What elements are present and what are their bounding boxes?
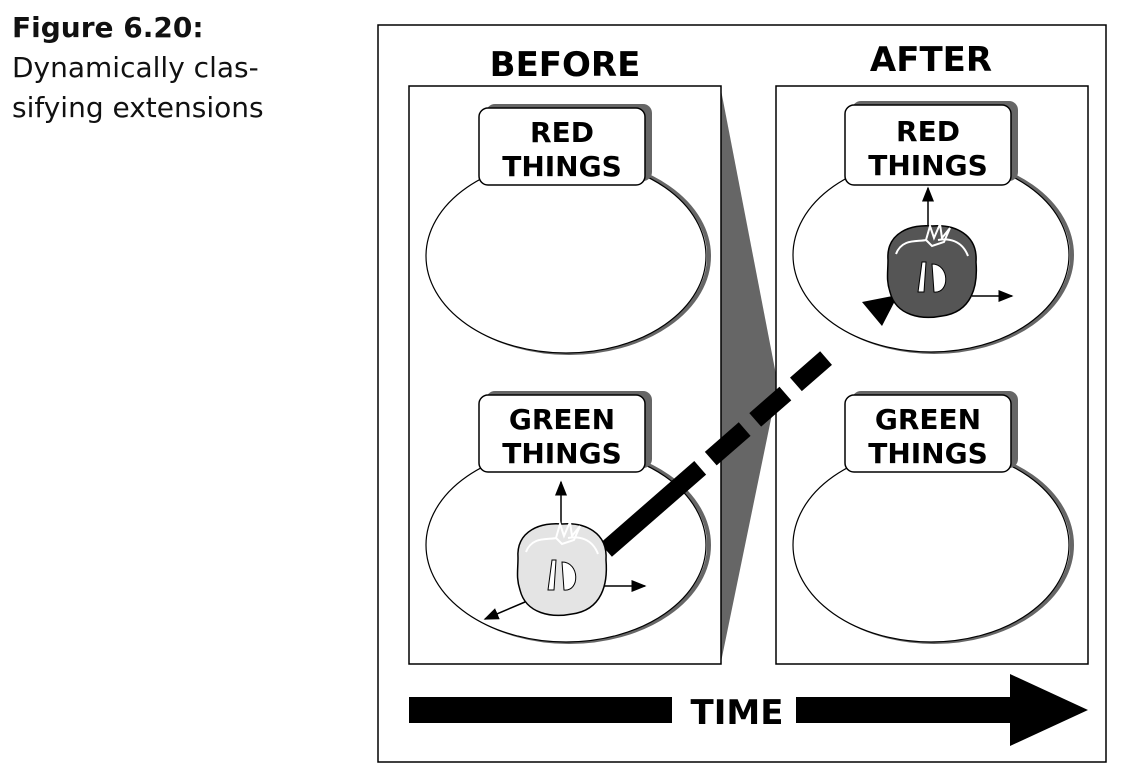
tomato-after-icon: [886, 223, 978, 319]
svg-text:RED: RED: [530, 116, 594, 149]
figure-label: Figure 6.20:: [12, 11, 204, 44]
svg-text:RED: RED: [896, 115, 960, 148]
after-axes: [922, 186, 1014, 302]
tomato-before-icon: [516, 521, 608, 617]
svg-text:GREEN: GREEN: [875, 403, 981, 436]
caption-line-2: sifying extensions: [12, 91, 264, 124]
time-label: TIME: [691, 693, 784, 733]
svg-text:THINGS: THINGS: [868, 437, 988, 470]
svg-text:THINGS: THINGS: [868, 149, 988, 182]
before-axes: [483, 480, 647, 620]
transition-arrow: [600, 295, 898, 557]
svg-text:THINGS: THINGS: [502, 437, 622, 470]
before-title: BEFORE: [490, 45, 641, 85]
after-green-set: [792, 446, 1074, 644]
after-title: AFTER: [870, 40, 992, 80]
caption-line-1: Dynamically clas-: [12, 51, 259, 84]
time-arrow: TIME: [409, 674, 1088, 746]
after-green-label: GREEN THINGS: [844, 391, 1018, 473]
svg-text:THINGS: THINGS: [502, 150, 622, 183]
after-red-label: RED THINGS: [844, 101, 1018, 186]
before-red-label: RED THINGS: [478, 104, 652, 186]
figure-caption: Figure 6.20: Dynamically clas- sifying e…: [12, 8, 264, 128]
before-red-set: [425, 157, 711, 355]
transition-wedge: [721, 90, 778, 662]
svg-text:GREEN: GREEN: [509, 403, 615, 436]
before-green-label: GREEN THINGS: [478, 391, 652, 473]
